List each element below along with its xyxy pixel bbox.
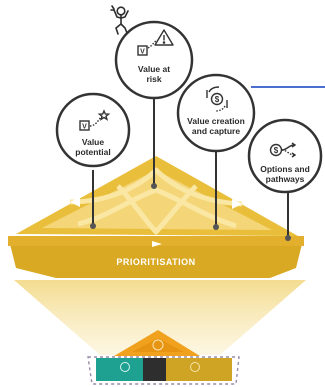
bubble-value-at-risk-line2: risk [146, 74, 161, 84]
stem-dot-value-creation [213, 224, 219, 230]
bubble-value-creation: $ Value creation and capture [176, 73, 256, 153]
platform-crossing-paths [69, 167, 243, 235]
svg-text:V: V [140, 49, 145, 56]
jumping-figure-icon [110, 5, 129, 35]
v-box-star-icon: V [79, 109, 111, 131]
bubble-value-potential-line2: potential [75, 147, 110, 157]
bubble-options-pathways: $ Options and pathways [247, 118, 323, 194]
bubble-value-at-risk: V Value at risk [114, 20, 194, 100]
platform-arrow-right [232, 199, 242, 209]
projection-beam [14, 280, 306, 355]
bubble-value-potential-line1: Value [82, 137, 104, 147]
stem-dot-value-at-risk [151, 183, 157, 189]
bubble-value-potential: V Value potential [55, 92, 131, 168]
svg-text:$: $ [274, 146, 279, 155]
bubble-options-pathways-line1: Options and [260, 164, 310, 174]
platform-band-highlight [8, 236, 304, 246]
bubble-options-pathways-line2: pathways [266, 174, 305, 184]
mini-diagram [87, 330, 240, 385]
bubble-value-creation-line2: and capture [192, 126, 240, 136]
platform-arrow-left [70, 197, 80, 207]
svg-text:V: V [82, 124, 87, 131]
bubble-value-creation-line1: Value creation [187, 116, 245, 126]
bubble-value-at-risk-line1: Value at [138, 64, 170, 74]
v-box-warning-icon: V [137, 29, 174, 56]
stem-dot-options-pathways [285, 235, 291, 241]
svg-text:$: $ [215, 95, 220, 104]
dollar-cycle-icon: $ [206, 86, 228, 112]
platform-arrow-bottom [152, 241, 162, 247]
dollar-branch-icon: $ [269, 142, 297, 158]
platform-label: PRIORITISATION [116, 257, 195, 267]
platform-band [8, 236, 304, 278]
stem-dot-value-potential [90, 223, 96, 229]
